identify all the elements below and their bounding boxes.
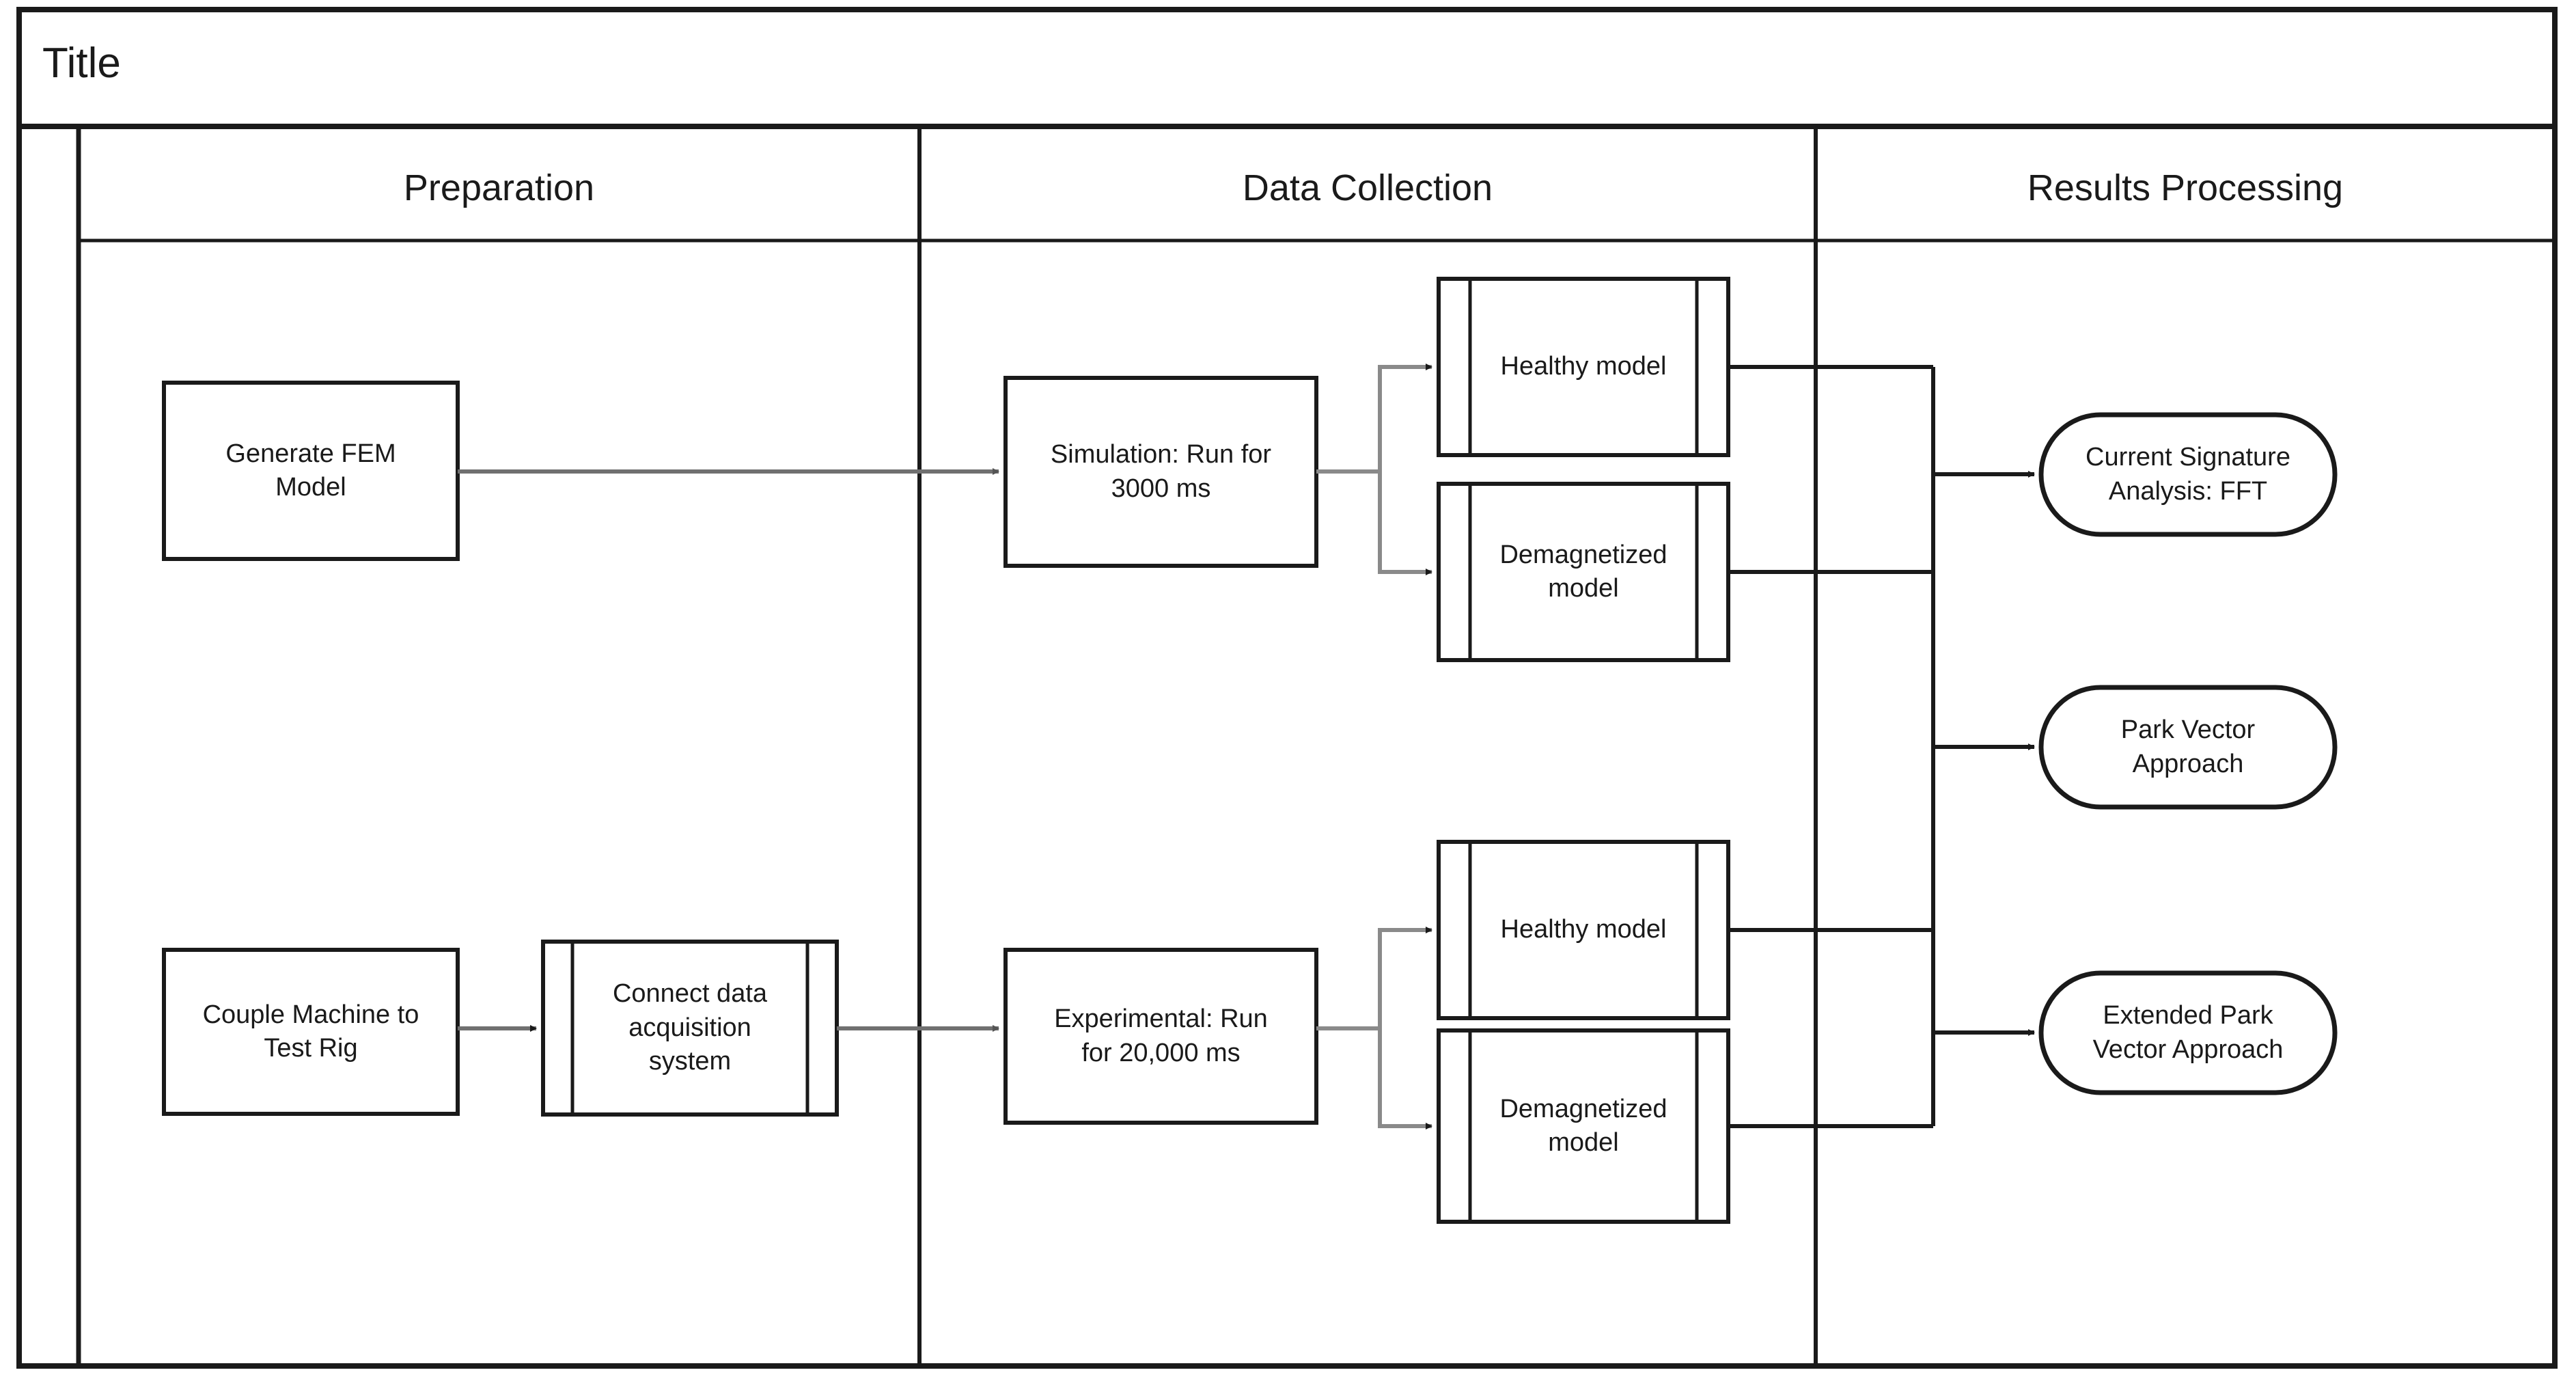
edge-experimental-to-exp-healthy	[1316, 927, 1432, 1030]
node-experimental-run[interactable]	[1003, 948, 1318, 1125]
node-exp-healthy-model[interactable]	[1437, 840, 1730, 1020]
node-exp-demagnetized-model[interactable]	[1437, 1028, 1730, 1224]
node-couple-machine-to-test-rig[interactable]	[162, 948, 460, 1116]
node-extended-park-vector-approach[interactable]	[2038, 970, 2338, 1095]
node-park-vector-approach[interactable]	[2038, 685, 2338, 810]
node-current-signature-analysis[interactable]	[2038, 412, 2338, 537]
edge-models-to-results-bus	[1728, 365, 1935, 1128]
node-generate-fem-model[interactable]	[162, 381, 460, 561]
node-connect-data-acquisition-system[interactable]	[541, 940, 839, 1117]
node-simulation-run[interactable]	[1003, 376, 1318, 568]
edge-experimental-to-exp-demagnetized	[1316, 1026, 1432, 1130]
page-title: Title	[42, 40, 121, 87]
node-sim-demagnetized-model[interactable]	[1437, 482, 1730, 662]
edge-simulation-to-sim-healthy	[1316, 364, 1432, 474]
node-sim-healthy-model[interactable]	[1437, 277, 1730, 457]
diagram-outer-frame	[16, 7, 2558, 1369]
edge-simulation-to-sim-demagnetized	[1316, 469, 1432, 575]
